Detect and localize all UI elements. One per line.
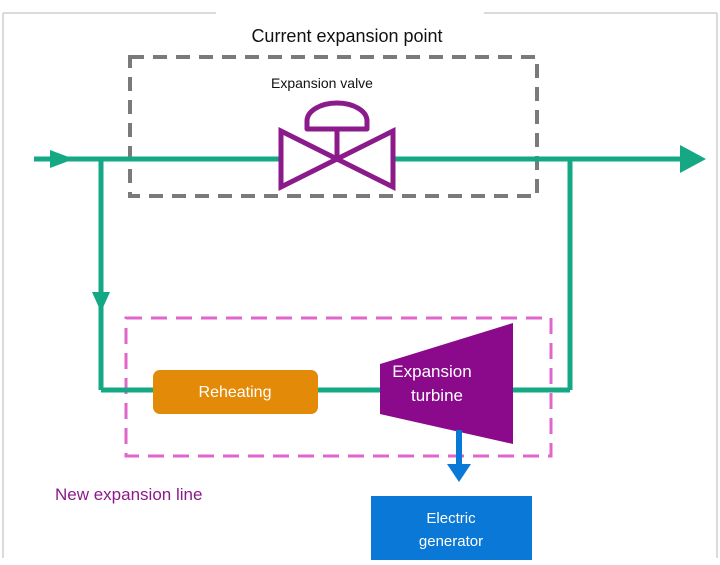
turbine-label-line2: turbine bbox=[411, 386, 463, 405]
current-expansion-box bbox=[128, 55, 539, 198]
generator-label-line2: generator bbox=[419, 533, 483, 550]
current-expansion-label: Current expansion point bbox=[251, 26, 442, 46]
new-expansion-label: New expansion line bbox=[55, 485, 202, 504]
turbine-label-line1: Expansion bbox=[392, 362, 471, 381]
outlet-arrow-icon bbox=[680, 145, 706, 173]
new-expansion-box bbox=[124, 316, 553, 458]
generator-label-line1: Electric bbox=[426, 510, 476, 527]
electric-generator-block bbox=[371, 496, 532, 560]
expansion-valve-label: Expansion valve bbox=[271, 75, 373, 91]
expansion-turbine-icon bbox=[380, 323, 513, 444]
reheating-label: Reheating bbox=[199, 384, 272, 401]
down-arrow-icon bbox=[92, 292, 110, 312]
inlet-arrow-icon bbox=[50, 150, 74, 168]
outer-frame bbox=[2, 12, 718, 558]
shaft-arrow-icon bbox=[447, 464, 471, 482]
expansion-valve-icon bbox=[278, 100, 396, 192]
reheating-block bbox=[153, 370, 318, 414]
